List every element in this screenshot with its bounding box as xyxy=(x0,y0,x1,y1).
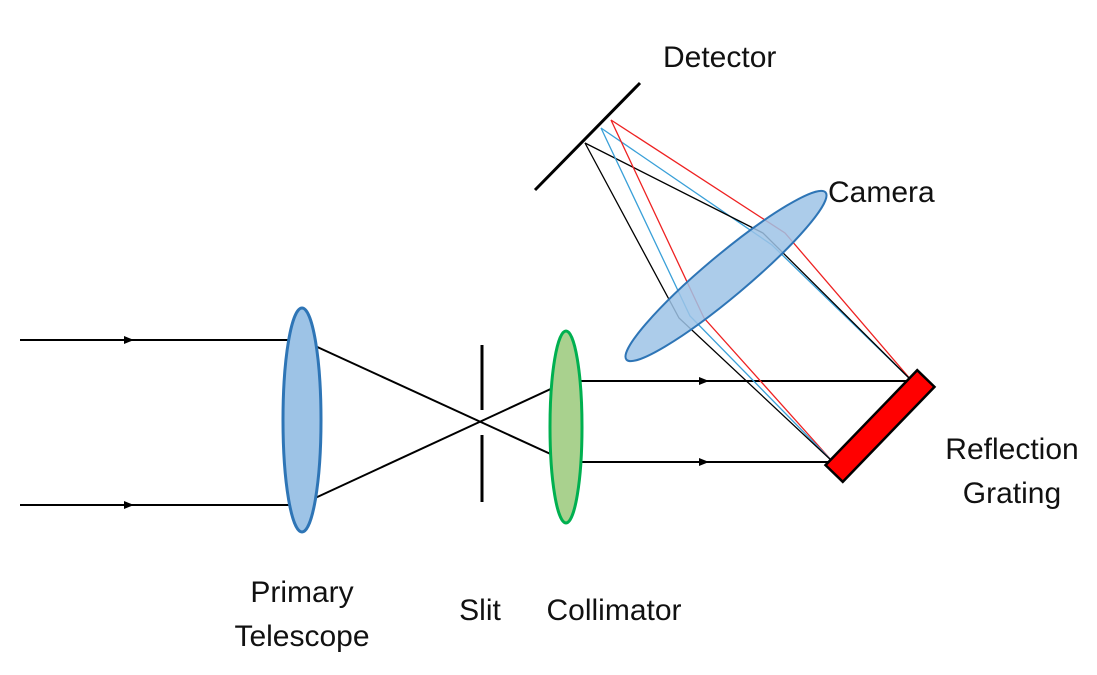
collimator-label: Collimator xyxy=(546,594,681,627)
converging-ray-1 xyxy=(301,339,569,463)
detector-label: Detector xyxy=(663,41,776,74)
primary-telescope-label-line2: Telescope xyxy=(234,620,369,653)
camera-lens xyxy=(624,189,828,363)
incoming-rays xyxy=(20,336,302,509)
reflection-grating-label-line1: Reflection xyxy=(945,433,1078,466)
reflection-grating-label-line2: Grating xyxy=(963,477,1061,510)
collimated-rays xyxy=(568,377,912,466)
focusing-rays xyxy=(299,339,569,506)
slit-label: Slit xyxy=(459,594,501,627)
dispersed-rays xyxy=(584,119,913,463)
collimator-lens xyxy=(548,329,584,525)
converging-ray-2 xyxy=(299,380,569,506)
primary-telescope-label-line1: Primary xyxy=(250,576,353,609)
detector-plane xyxy=(533,81,642,192)
reflection-grating xyxy=(823,368,937,484)
camera-label: Camera xyxy=(828,176,935,209)
primary-telescope-lens xyxy=(281,306,323,534)
